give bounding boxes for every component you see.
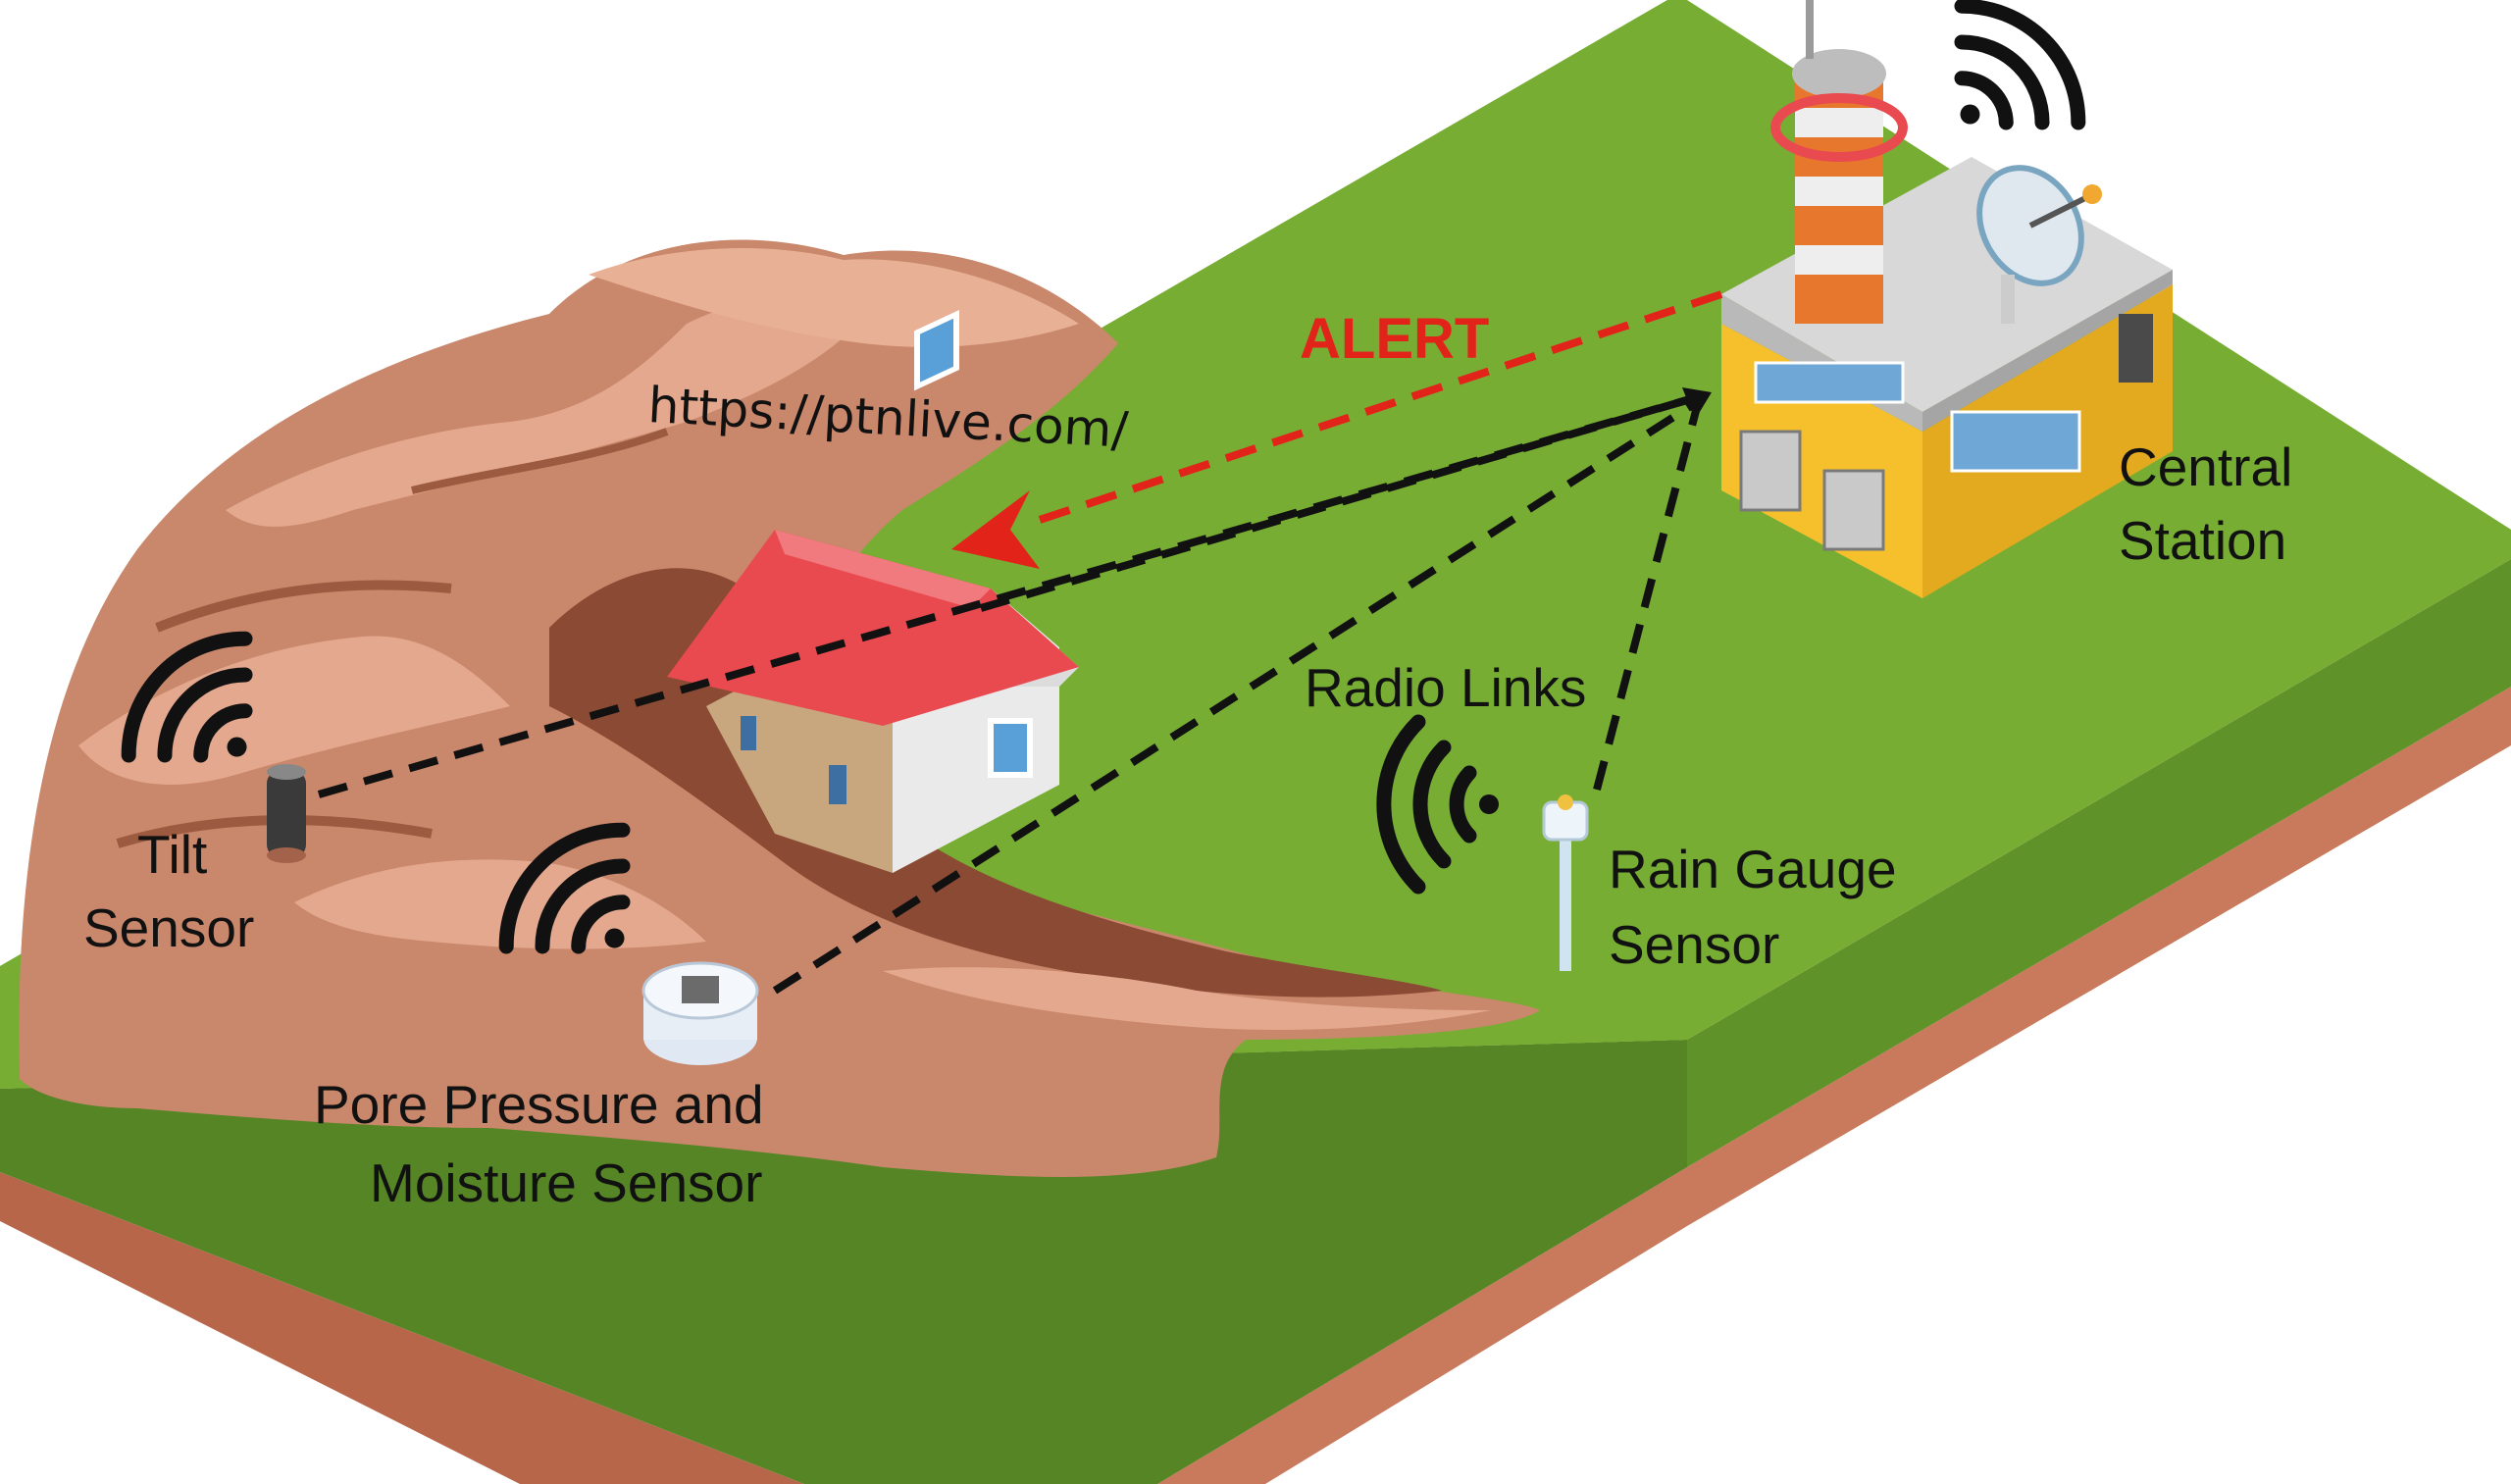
central-station-label-line2: Station bbox=[2119, 510, 2286, 571]
pore-sensor-label-line1: Pore Pressure and bbox=[314, 1074, 764, 1135]
radio-links-label: Radio Links bbox=[1305, 657, 1586, 718]
slab-grass-side-right bbox=[1687, 559, 2511, 1167]
link-house-to-station bbox=[979, 393, 1699, 612]
hill-crack-1 bbox=[155, 580, 452, 633]
tower-stripe-1 bbox=[1795, 108, 1883, 137]
house-roof bbox=[667, 530, 1079, 726]
tower-stripe-3 bbox=[1795, 245, 1883, 275]
wifi-signal-icon bbox=[498, 822, 631, 954]
radio-links bbox=[317, 393, 1701, 995]
wifi-signal-icon bbox=[1954, 0, 2086, 130]
station-window-band-2 bbox=[1950, 410, 2081, 473]
central-station-building bbox=[1721, 0, 2173, 598]
dish-post bbox=[2001, 275, 2015, 324]
dish-tip bbox=[2082, 184, 2102, 204]
house-roof-shade bbox=[775, 530, 991, 608]
station-garage-2 bbox=[1822, 469, 1885, 551]
station-roof-edge-r bbox=[1922, 270, 2173, 432]
house-window-4 bbox=[741, 716, 756, 750]
link-pore-to-station bbox=[772, 398, 1700, 995]
hill-ridge-4 bbox=[294, 859, 706, 949]
hill-crack-3 bbox=[411, 428, 669, 494]
tower-ring bbox=[1770, 93, 1908, 162]
hill-ridge-1 bbox=[226, 290, 883, 527]
alert-label: ALERT bbox=[1300, 307, 1489, 371]
hill-ridge-5 bbox=[883, 967, 1491, 1030]
tilt-sensor-label-line1: Tilt bbox=[137, 824, 207, 885]
wifi-signal-icon bbox=[121, 631, 253, 763]
slab-soil-right bbox=[1157, 687, 2511, 1484]
alert-arrow bbox=[1038, 290, 1723, 524]
house-window-2 bbox=[988, 718, 1033, 778]
link-rain-to-station bbox=[1593, 405, 1701, 792]
house-window-1 bbox=[914, 309, 959, 391]
house bbox=[667, 309, 1079, 873]
hill-ridge-3 bbox=[78, 636, 510, 785]
pore-sensor-label-line2: Moisture Sensor bbox=[370, 1152, 762, 1213]
tilt-sensor-label-line2: Sensor bbox=[83, 897, 254, 958]
rain-gauge-label-line2: Sensor bbox=[1609, 914, 1779, 975]
station-link-arrowhead bbox=[1682, 387, 1712, 420]
station-window-band-1 bbox=[1754, 361, 1905, 404]
rain-gauge-label-line1: Rain Gauge bbox=[1609, 839, 1897, 899]
station-garage-1 bbox=[1739, 430, 1802, 512]
station-vent bbox=[2119, 314, 2153, 383]
tower-stripe-2 bbox=[1795, 177, 1883, 206]
wifi-signal-icon bbox=[1376, 714, 1499, 895]
tower-top bbox=[1792, 49, 1886, 98]
house-window-3 bbox=[829, 765, 846, 804]
link-tilt-to-station bbox=[317, 393, 1699, 798]
pore-pressure-sensor-device bbox=[641, 961, 759, 1065]
alert-arrowhead bbox=[951, 490, 1040, 569]
slab-grass-side-left bbox=[0, 1040, 1687, 1484]
rain-gauge-sensor-device bbox=[1542, 794, 1589, 971]
tilt-sensor-device bbox=[267, 764, 306, 863]
central-station-label-line1: Central bbox=[2119, 436, 2292, 497]
dish-arm bbox=[2028, 193, 2091, 229]
